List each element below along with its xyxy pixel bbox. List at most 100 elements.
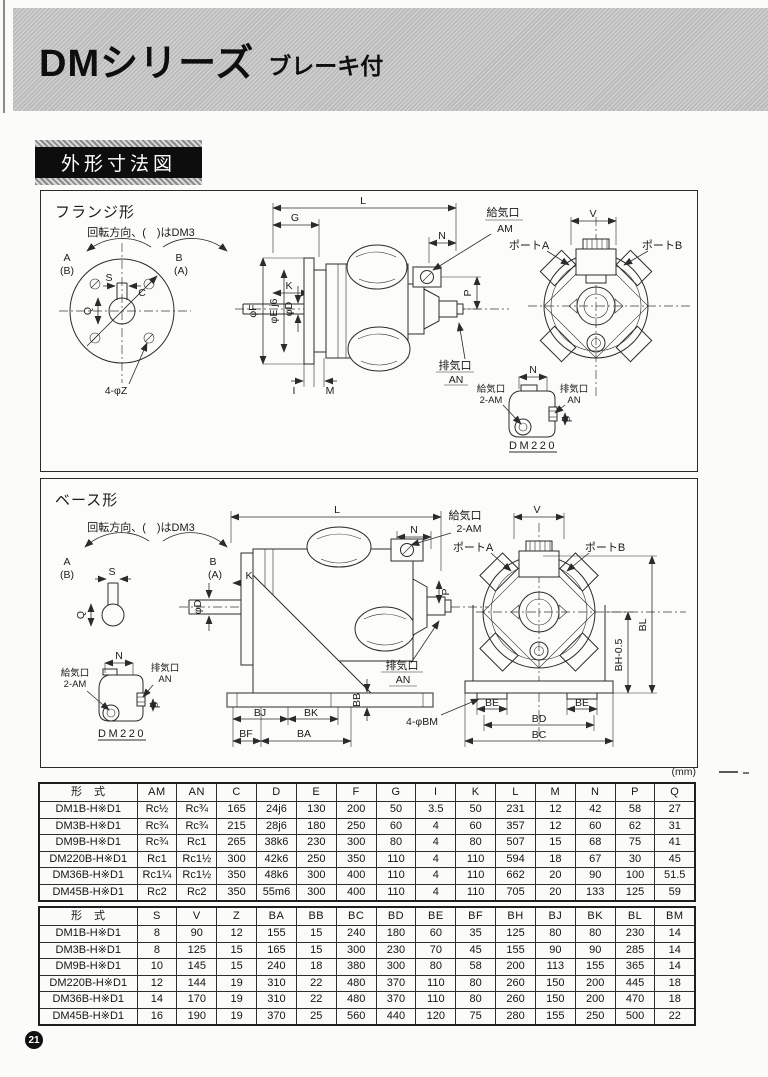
dim-cell: 200 xyxy=(574,991,616,1009)
dim-cell: 67 xyxy=(574,850,616,868)
dim-be-right-label: BE xyxy=(575,697,589,709)
column-header: K xyxy=(455,782,497,802)
detail-exhaust-label: 排気口 xyxy=(151,662,180,674)
dir-a-sub: (B) xyxy=(60,265,74,277)
dim-cell: 18 xyxy=(654,974,696,992)
dim-cell: 560 xyxy=(335,1007,377,1026)
dim-cell: 90 xyxy=(534,941,576,959)
dim-cell: 662 xyxy=(495,867,536,885)
dim-bl-label: BL xyxy=(637,618,649,631)
dim-cell: 19 xyxy=(216,991,258,1009)
dia-d-label: φD xyxy=(283,301,295,316)
dim-cell: 50 xyxy=(455,801,497,819)
base-rear-view xyxy=(464,513,686,747)
dim-cell: 380 xyxy=(335,958,377,976)
column-header: BE xyxy=(415,906,457,926)
dim-cell: 310 xyxy=(256,991,297,1009)
dim-cell: 445 xyxy=(614,974,656,992)
dim-cell: 110 xyxy=(375,867,417,885)
dim-cell: 300 xyxy=(335,941,377,959)
dim-cell: 25 xyxy=(295,1007,337,1026)
column-header: M xyxy=(534,782,576,802)
page-edge-line xyxy=(3,0,5,113)
dim-cell: Rc¾ xyxy=(176,801,218,819)
fold-mark xyxy=(719,771,738,773)
dim-l-label: L xyxy=(360,195,366,207)
detail-exhaust-size: AN xyxy=(567,395,580,406)
dim-cell: 75 xyxy=(614,834,656,852)
detail-p-label: P xyxy=(564,416,575,422)
dim-cell: 16 xyxy=(136,1007,178,1026)
detail-n-label: N xyxy=(529,364,537,376)
dim-bk-label: BK xyxy=(304,707,318,719)
dim-n-label: N xyxy=(410,524,418,536)
dim-cell: 480 xyxy=(335,991,377,1009)
dim-cell: 80 xyxy=(375,834,417,852)
detail-supply-size: 2-AM xyxy=(64,679,87,690)
dim-cell: 4 xyxy=(415,883,457,902)
dim-cell: 370 xyxy=(375,991,417,1009)
dim-cell: 59 xyxy=(654,883,696,902)
dim-bj-label: BJ xyxy=(254,707,266,719)
dia-f-label: φF xyxy=(247,304,259,317)
column-header: E xyxy=(295,782,337,802)
dim-cell: 15 xyxy=(534,834,576,852)
model-cell: DM3B-H※D1 xyxy=(38,817,138,835)
flange-drawing: フランジ形 回転方向、( )はDM3 A (B) B (A) xyxy=(55,195,691,453)
column-header: G xyxy=(375,782,417,802)
dim-cell: 357 xyxy=(495,817,536,835)
port-b-label: ポートB xyxy=(642,239,682,252)
dim-cell: 48k6 xyxy=(256,867,297,885)
dim-cell: Rc¾ xyxy=(176,817,218,835)
column-header: I xyxy=(415,782,457,802)
column-header: AN xyxy=(176,782,218,802)
supply-port-label: 給気口 xyxy=(487,205,520,219)
dim-cell: Rc1½ xyxy=(176,850,218,868)
dim-cell: 80 xyxy=(455,974,497,992)
dim-cell: 90 xyxy=(574,941,616,959)
dim-cell: 14 xyxy=(654,925,696,943)
dim-cell: 250 xyxy=(574,1007,616,1026)
dim-cell: 10 xyxy=(136,958,178,976)
dim-cell: 80 xyxy=(415,958,457,976)
dim-cell: 150 xyxy=(534,974,576,992)
dim-l-label: L xyxy=(334,504,340,516)
dim-cell: 180 xyxy=(375,925,417,943)
column-header: AM xyxy=(136,782,178,802)
dim-cell: 4 xyxy=(415,834,457,852)
dim-cell: 440 xyxy=(375,1007,417,1026)
page-number-badge: 21 xyxy=(25,1031,43,1049)
dir-b-sub: (A) xyxy=(208,569,222,581)
dim-cell: 110 xyxy=(375,850,417,868)
fold-mark-2 xyxy=(743,772,749,774)
dir-a-label: A xyxy=(63,252,70,264)
base-title: ベース形 xyxy=(55,492,118,509)
dim-g-label: G xyxy=(291,212,299,224)
column-header: Z xyxy=(216,906,258,926)
dim-cell: 12 xyxy=(534,801,576,819)
dim-cell: 38k6 xyxy=(256,834,297,852)
dim-cell: 4 xyxy=(415,850,457,868)
model-cell: DM45B-H※D1 xyxy=(38,883,138,902)
dim-k-label: K xyxy=(245,570,252,582)
dim-cell: Rc1 xyxy=(136,850,178,868)
dim-cell: 18 xyxy=(295,958,337,976)
dim-cell: 300 xyxy=(216,850,258,868)
dim-cell: 4 xyxy=(415,867,457,885)
dim-n-label: N xyxy=(438,230,446,242)
base-drawing: ベース形 回転方向、( )はDM3 A (B) B (A) S Q xyxy=(55,492,686,747)
dim-cell: 507 xyxy=(495,834,536,852)
dim-cell: 42 xyxy=(574,801,616,819)
dim-cell: 22 xyxy=(654,1007,696,1026)
page-subtitle: ブレーキ付 xyxy=(268,52,384,79)
model-cell: DM220B-H※D1 xyxy=(38,974,138,992)
model-cell: DM36B-H※D1 xyxy=(38,991,138,1009)
base-drawing-panel: ベース形 回転方向、( )はDM3 A (B) B (A) S Q xyxy=(40,478,698,768)
rotation-arrows xyxy=(86,238,228,252)
dim-cell: 60 xyxy=(375,817,417,835)
flange-front-view xyxy=(59,243,191,385)
dim-cell: Rc1½ xyxy=(176,867,218,885)
